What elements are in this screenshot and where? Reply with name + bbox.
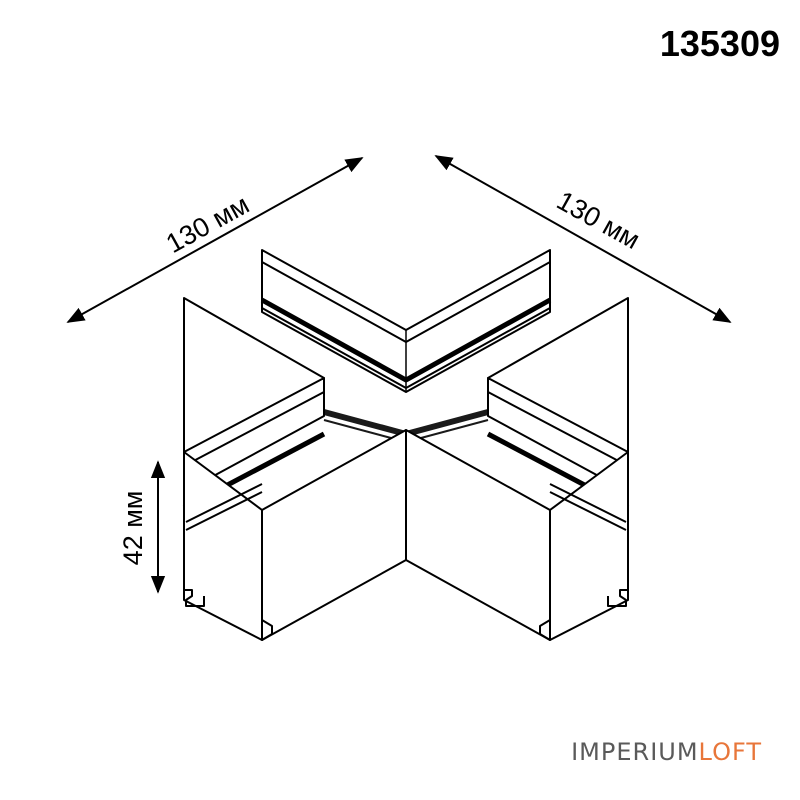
width-label-left: 130 мм xyxy=(161,189,254,259)
back-arm xyxy=(260,249,552,393)
brand-logo-main: IMPERIUM xyxy=(571,738,698,766)
cross-connector-drawing xyxy=(182,249,630,641)
front-arm xyxy=(261,429,551,641)
height-dimension: 42 мм xyxy=(118,460,166,594)
brand-logo-accent: LOFT xyxy=(699,738,762,766)
left-arm xyxy=(182,297,326,641)
brand-logo: IMPERIUMLOFT xyxy=(571,738,762,766)
height-label: 42 мм xyxy=(118,491,148,566)
width-label-right: 130 мм xyxy=(552,185,645,255)
model-number: 135309 xyxy=(660,23,780,64)
